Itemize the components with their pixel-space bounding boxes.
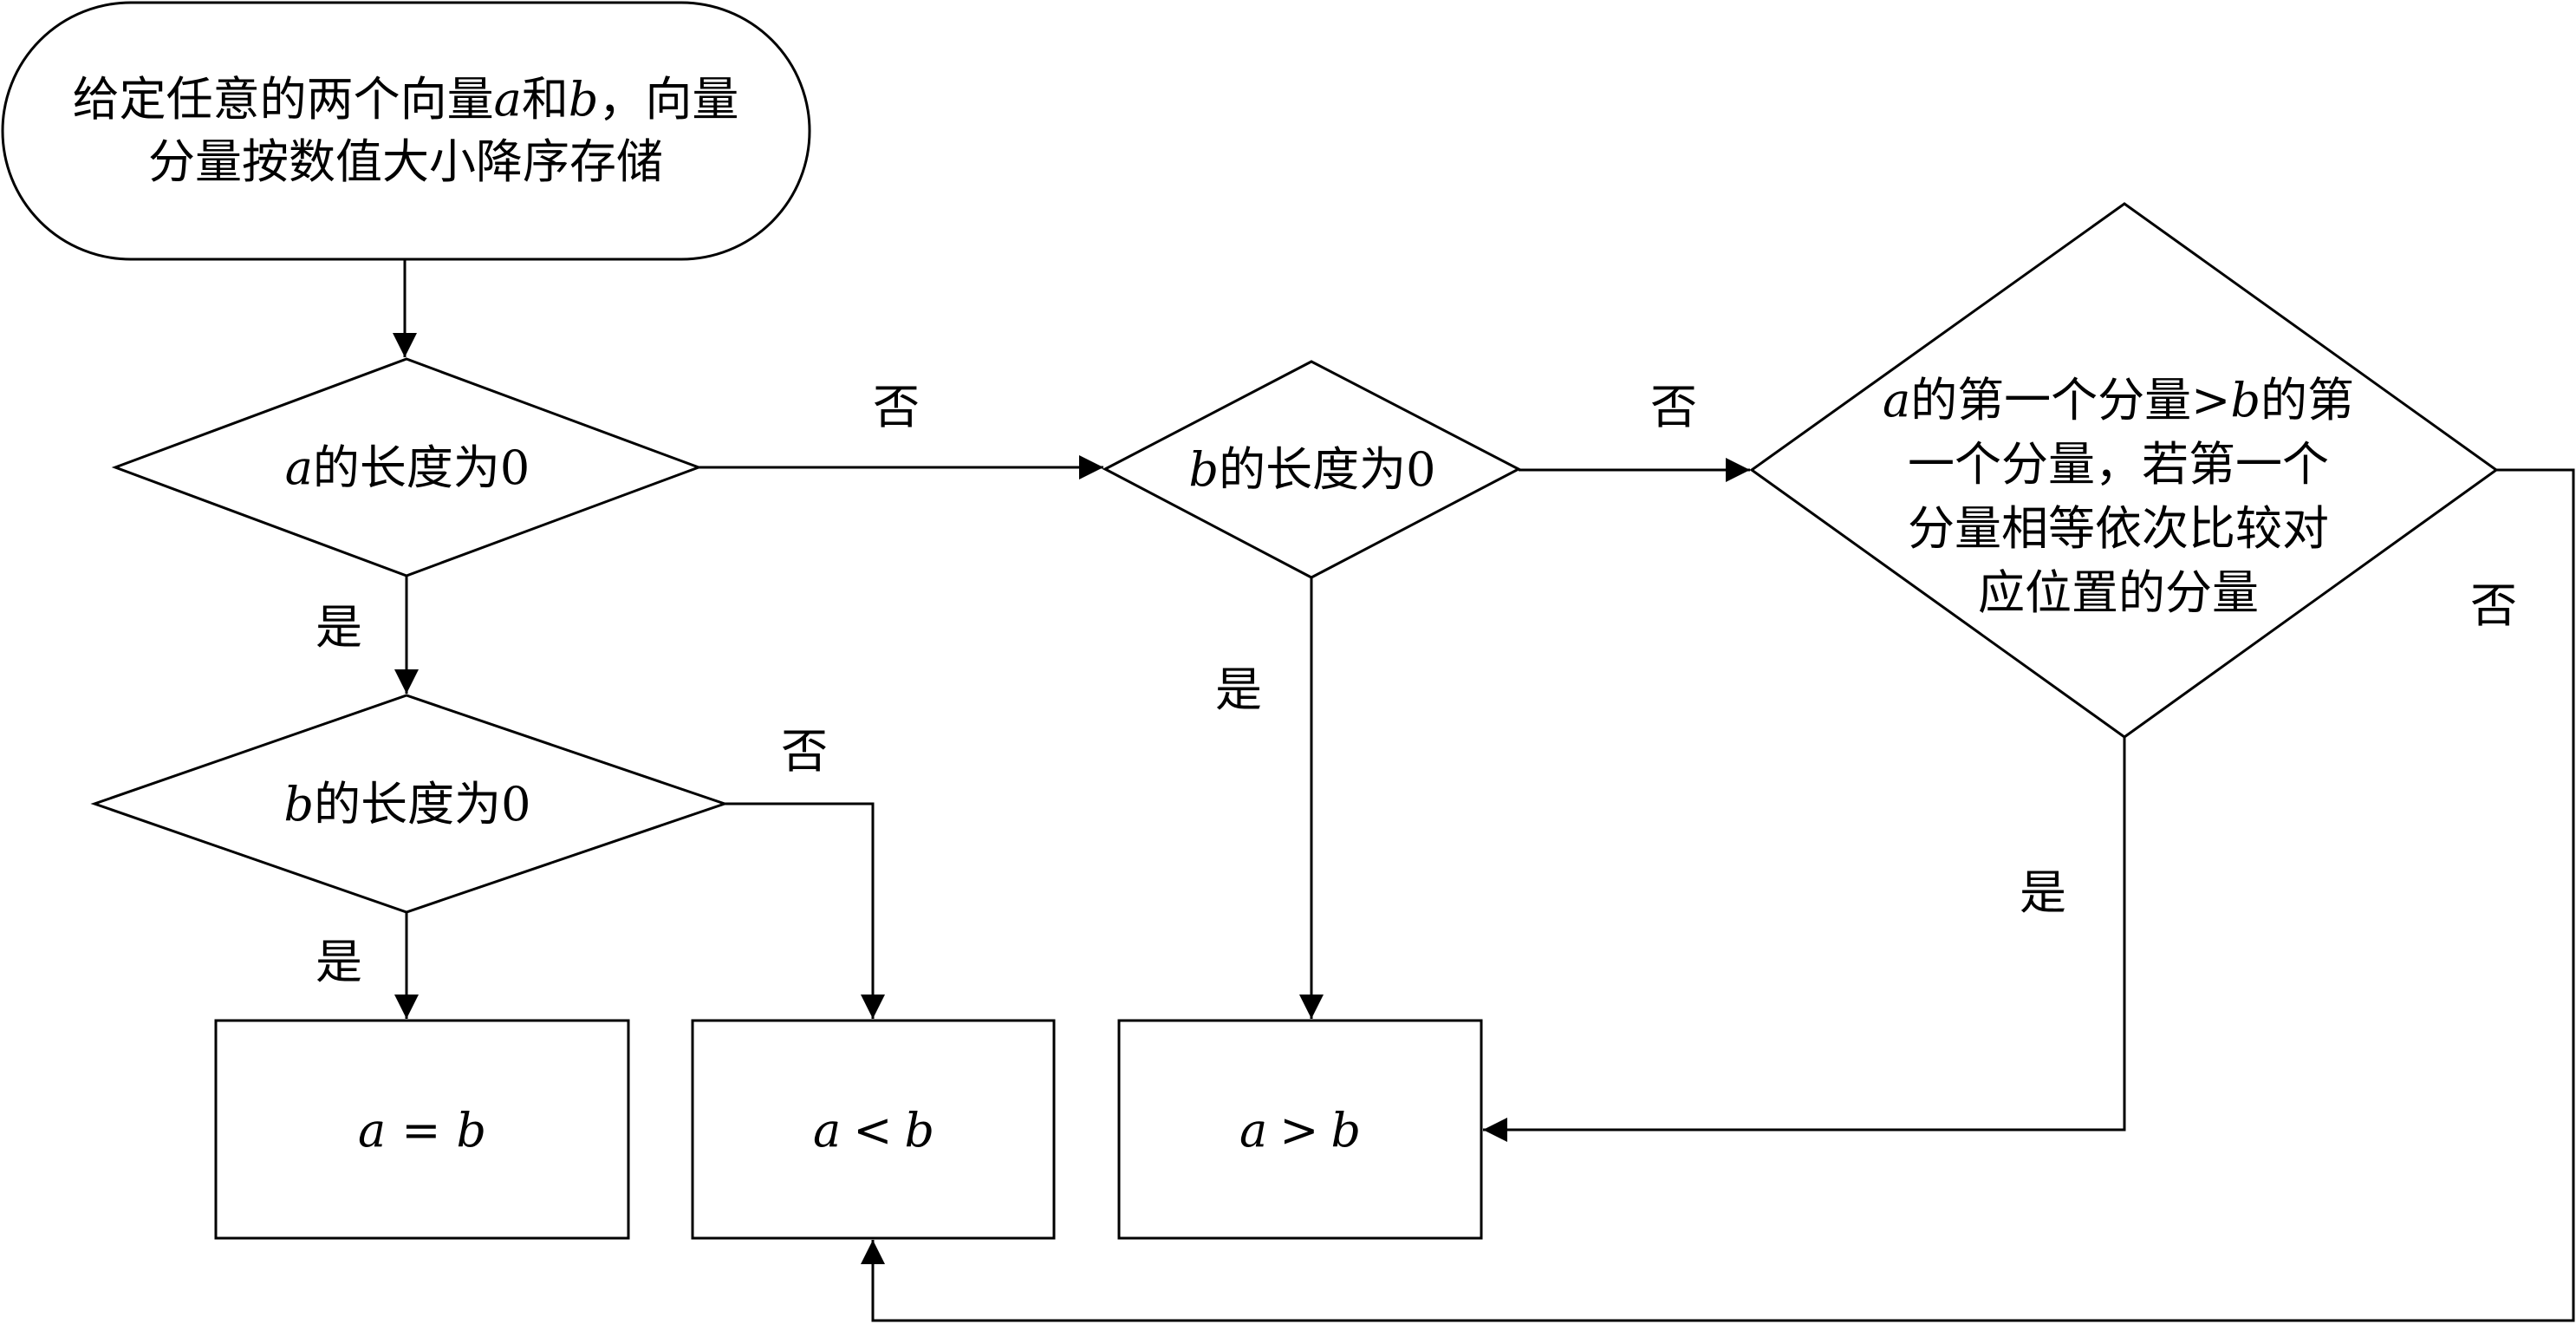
decision-compare-text-line4: 应位置的分量 xyxy=(1978,565,2259,620)
result-greater-text: a>b xyxy=(1239,1103,1361,1158)
result-equal-text: a=b xyxy=(358,1103,486,1158)
decision-a-zero-text: a的长度为0 xyxy=(285,440,530,495)
decision-compare-text-line1: a的第一个分量>b的第 xyxy=(1883,373,2354,427)
start-text-line2: 分量按数值大小降序存储 xyxy=(148,134,663,189)
edge-b-zero-left-no xyxy=(725,802,885,1019)
decision-b-zero-top-text: b的长度为0 xyxy=(1189,442,1436,497)
start-terminal xyxy=(1,1,811,261)
label-no-a-zero: 否 xyxy=(873,380,920,434)
decision-b-zero-left-text: b的长度为0 xyxy=(284,777,531,832)
result-equal-box xyxy=(214,1019,630,1240)
label-no-compare: 否 xyxy=(2470,578,2517,633)
label-yes-a-zero: 是 xyxy=(315,600,362,655)
edge-compare-yes xyxy=(1483,737,2126,1142)
result-greater-box xyxy=(1117,1019,1483,1240)
label-yes-b-zero-top: 是 xyxy=(1215,662,1262,717)
label-no-b-zero-top: 否 xyxy=(1650,380,1697,434)
result-less-text: a<b xyxy=(813,1103,934,1158)
label-no-b-zero-left: 否 xyxy=(781,724,828,779)
edge-compare-no xyxy=(861,468,2575,1322)
label-yes-compare: 是 xyxy=(2020,865,2066,920)
label-yes-b-zero-left: 是 xyxy=(315,935,362,989)
result-less-box xyxy=(691,1019,1056,1240)
start-text-line1: 给定任意的两个向量a和b，向量 xyxy=(73,72,739,127)
decision-compare-text-line2: 一个分量，若第一个 xyxy=(1908,437,2329,492)
decision-compare-text-line3: 分量相等依次比较对 xyxy=(1908,501,2329,556)
